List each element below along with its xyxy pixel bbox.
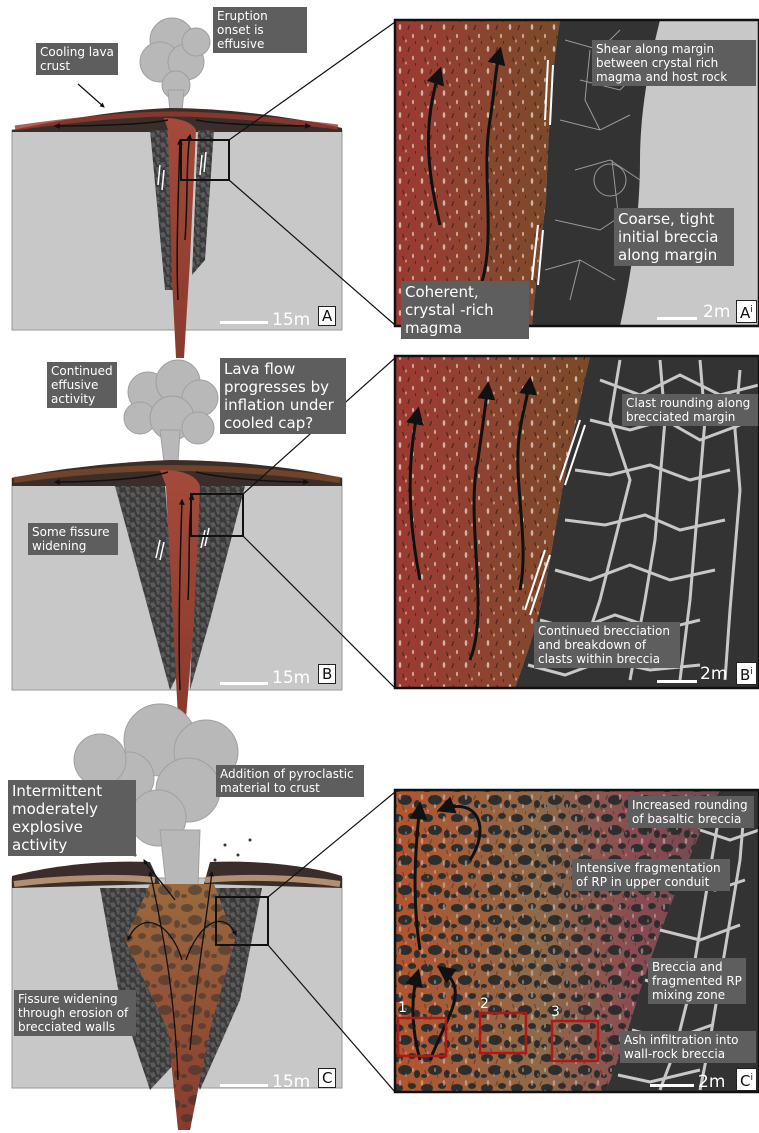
scale-label-c: 15m (272, 1072, 310, 1092)
panel-tag-c-zoom: Ci (736, 1068, 757, 1091)
sample-label-1: 1 (398, 1000, 407, 1016)
annotation-ash-infiltration: Ash infiltration into wall-rock breccia (620, 1031, 756, 1063)
annotation-shear-margin: Shear along margin between crystal rich … (592, 40, 756, 86)
annotation-intensive-fragmentation: Intensive fragmentation of RP in upper c… (572, 859, 730, 891)
annotation-fissure-widening: Some fissure widening (28, 523, 118, 555)
scale-label-a-zoom: 2m (703, 302, 730, 322)
annotation-increased-rounding: Increased rounding of basaltic breccia (628, 796, 754, 828)
panel-a-plume (140, 18, 210, 112)
panel-tag-b: B (318, 664, 336, 684)
annotation-pyroclastic-addition: Addition of pyroclastic material to crus… (216, 765, 364, 797)
sample-label-2: 2 (480, 996, 489, 1012)
annotation-mixing-zone: Breccia and fragmented RP mixing zone (648, 958, 746, 1004)
annotation-cooling-lava-crust: Cooling lava crust (36, 43, 118, 75)
annotation-fissure-erosion: Fissure widening through erosion of brec… (14, 990, 136, 1036)
annotation-clast-rounding: Clast rounding along brecciated margin (622, 394, 758, 426)
annotation-continued-effusive: Continued effusive activity (47, 362, 117, 408)
scale-label-b: 15m (272, 668, 310, 688)
annotation-intermittent-explosive: Intermittent moderately explosive activi… (8, 780, 136, 856)
annotation-coherent-magma: Coherent, crystal -rich magma (401, 281, 529, 339)
panel-tag-b-zoom: Bi (736, 662, 757, 685)
annotation-eruption-onset: Eruption onset is effusive (213, 7, 307, 53)
scale-label-b-zoom: 2m (700, 664, 727, 684)
annotation-continued-brecciation: Continued brecciation and breakdown of c… (534, 622, 680, 668)
annotation-lava-flow-inflation: Lava flow progresses by inflation under … (220, 358, 346, 434)
sample-label-3: 3 (551, 1004, 560, 1020)
panel-b-plume (124, 360, 218, 462)
scale-label-a: 15m (272, 310, 310, 330)
annotation-coarse-breccia: Coarse, tight initial breccia along marg… (614, 208, 734, 266)
scale-label-c-zoom: 2m (698, 1072, 725, 1092)
panel-tag-a: A (318, 306, 336, 326)
panel-tag-c: C (318, 1068, 336, 1088)
panel-tag-a-zoom: Ai (736, 300, 757, 323)
